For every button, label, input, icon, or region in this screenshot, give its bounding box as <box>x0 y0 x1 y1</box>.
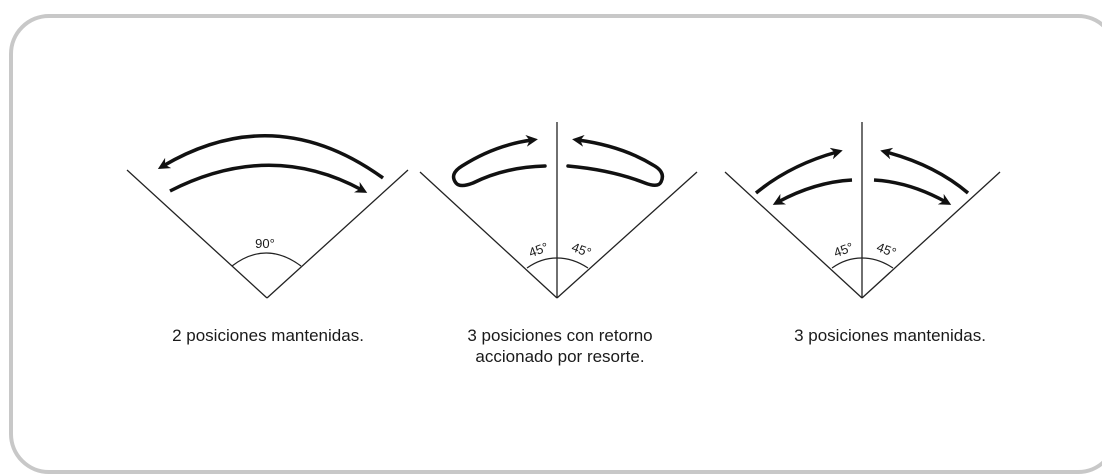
angle-arcs <box>831 257 894 269</box>
outer-arrow-left <box>157 134 385 180</box>
angle-label-right: 45° <box>875 239 899 260</box>
arrow-left-up <box>754 147 843 195</box>
angle-arcs <box>526 257 589 269</box>
arrow-left-down <box>772 178 853 205</box>
right-limit-line <box>861 171 1001 299</box>
spring-arrow-right <box>566 134 665 187</box>
selector-positions-diagram: 90° 45° 45° 45° 45° <box>126 122 1001 299</box>
inner-arrow-right <box>169 163 368 193</box>
caption-two-positions: 2 posiciones mantenidas. <box>172 326 364 345</box>
diagram-two-positions: 90° <box>126 134 409 299</box>
left-limit-line <box>419 171 558 299</box>
angle-label-left: 45° <box>527 239 551 260</box>
left-limit-line <box>724 171 863 299</box>
arrow-right-down <box>873 178 952 205</box>
diagram-three-positions-spring: 45° 45° <box>419 122 698 299</box>
angle-label-left: 45° <box>832 239 856 260</box>
right-limit-line <box>556 171 698 299</box>
angle-arc-90 <box>231 252 302 267</box>
left-limit-line <box>126 169 268 299</box>
spring-arrow-left <box>451 134 547 188</box>
right-limit-line <box>266 169 409 299</box>
arrow-right-up <box>880 147 970 195</box>
caption-three-positions-maintained: 3 posiciones mantenidas. <box>794 326 986 345</box>
caption-three-positions-spring: 3 posiciones con retorno accionado por r… <box>467 326 653 366</box>
diagram-three-positions-maintained: 45° 45° <box>724 122 1001 299</box>
angle-label-90: 90° <box>255 236 275 251</box>
angle-label-right: 45° <box>570 239 594 260</box>
